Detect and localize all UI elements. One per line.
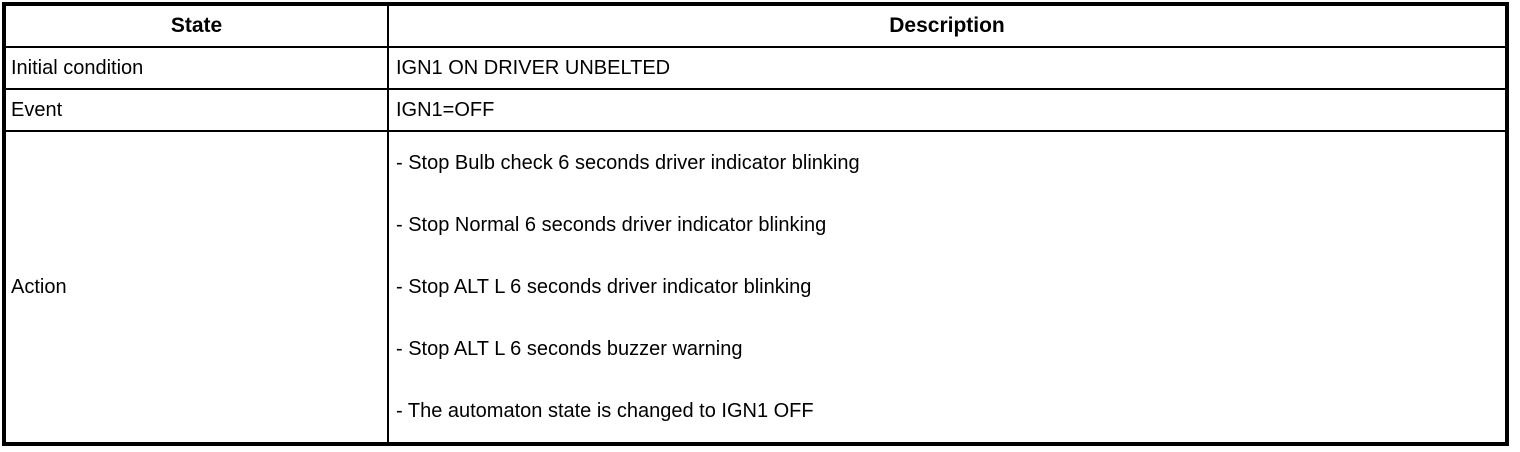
event-value: IGN1=OFF xyxy=(396,99,495,121)
event-label: Event xyxy=(11,99,63,121)
action-line: - Stop ALT L 6 seconds buzzer warning xyxy=(396,338,743,360)
row-event-description-cell: IGN1=OFF xyxy=(389,90,1505,130)
action-line: - Stop Normal 6 seconds driver indicator… xyxy=(396,214,827,236)
header-cell-description: Description xyxy=(389,6,1505,46)
action-line: - Stop ALT L 6 seconds driver indicator … xyxy=(396,276,812,298)
row-action-state-cell: Action xyxy=(6,132,387,442)
action-line: - Stop Bulb check 6 seconds driver indic… xyxy=(396,152,860,174)
row-action-description-cell: - Stop Bulb check 6 seconds driver indic… xyxy=(389,132,1505,442)
header-state-label: State xyxy=(170,14,223,38)
header-cell-state: State xyxy=(6,6,387,46)
state-description-table: State Description Initial condition IGN1… xyxy=(2,2,1509,446)
action-label: Action xyxy=(11,276,67,298)
action-line: - The automaton state is changed to IGN1… xyxy=(396,400,814,422)
row-initial-condition-state-cell: Initial condition xyxy=(6,48,387,88)
row-initial-condition-description-cell: IGN1 ON DRIVER UNBELTED xyxy=(389,48,1505,88)
initial-condition-value: IGN1 ON DRIVER UNBELTED xyxy=(396,57,671,79)
row-event-state-cell: Event xyxy=(6,90,387,130)
initial-condition-label: Initial condition xyxy=(11,57,144,79)
header-description-label: Description xyxy=(889,14,1005,38)
